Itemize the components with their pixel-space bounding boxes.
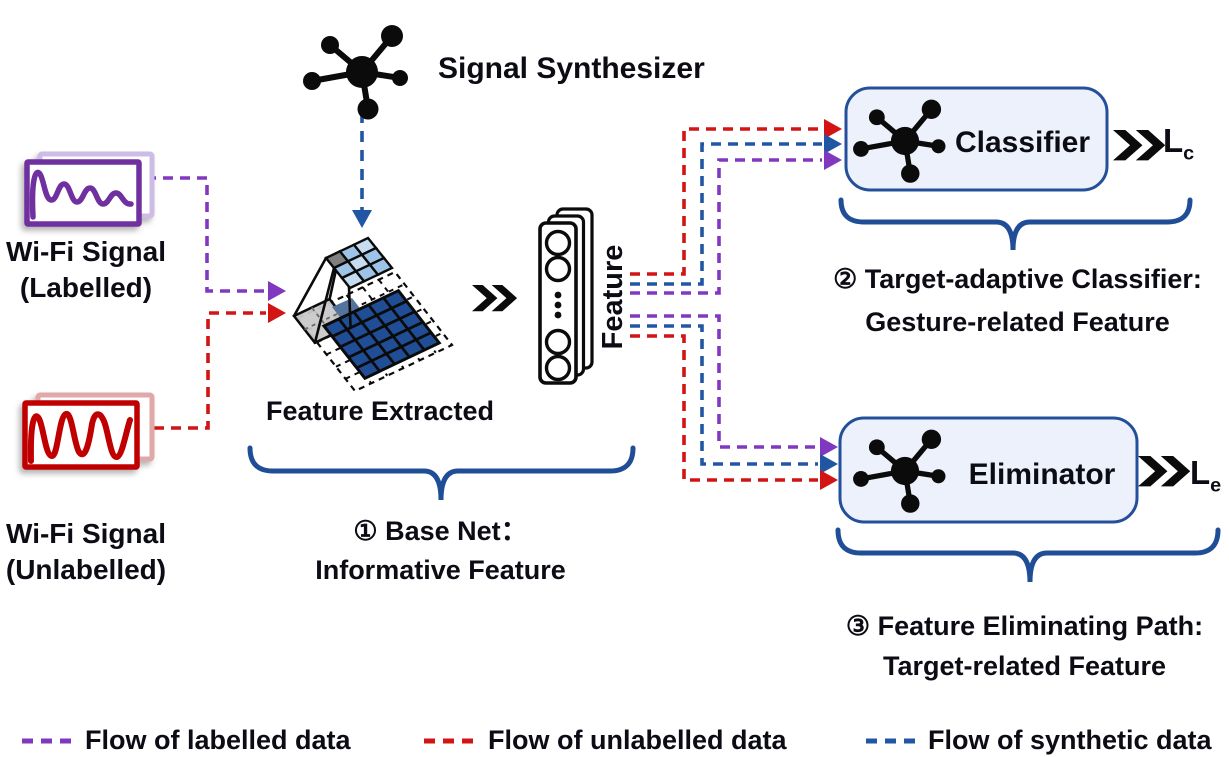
extractor-small-grid — [324, 236, 394, 290]
classifier-box-label: Classifier — [954, 126, 1091, 159]
flow-synthetic-to-classifier — [630, 142, 822, 286]
classifier-loss-label: Lc — [1163, 122, 1194, 166]
legend-unlabelled-label: Flow of unlabelled data — [488, 725, 787, 755]
wifi-labelled-label: Wi-Fi Signal (Labelled) — [0, 234, 172, 306]
flow-labelled-to-eliminator — [630, 314, 818, 449]
classifier-path-caption-line1: ② Target-adaptive Classifier: — [833, 264, 1202, 294]
arrowhead-synthetic-classifier — [824, 134, 842, 154]
forward-chevron-eliminator — [1138, 456, 1191, 487]
signal-synthesizer-label: Signal Synthesizer — [438, 52, 705, 85]
feature-ellipsis-dots — [554, 291, 562, 319]
flow-labelled-to-classifier — [630, 158, 822, 295]
synthesizer-molecule-icon — [303, 25, 408, 120]
eliminator-loss-letter: L — [1190, 454, 1211, 491]
gray-patch-divider-2 — [304, 311, 341, 331]
wifi-unlabelled-label-line1: Wi-Fi Signal — [6, 518, 166, 549]
base-net-caption-line2: Informative Feature — [315, 555, 566, 585]
flow-unlabelled-to-eliminator — [630, 334, 818, 482]
extractor-blue-grid — [321, 288, 442, 381]
arrowhead-unlabelled-in — [268, 303, 286, 323]
wifi-labelled-label-line2: (Labelled) — [19, 272, 153, 303]
wifi-unlabelled-card — [22, 392, 155, 470]
wifi-labelled-label-line1: Wi-Fi Signal — [6, 236, 166, 267]
legend-labelled-label: Flow of labelled data — [85, 725, 351, 755]
classifier-loss-letter: L — [1163, 122, 1184, 159]
arrowhead-labelled-eliminator — [820, 437, 838, 457]
base-net-caption: ① Base Net： Informative Feature — [288, 512, 593, 590]
arrowhead-unlabelled-classifier — [824, 119, 842, 139]
brace-base-net — [247, 445, 636, 501]
eliminator-loss-subscript: e — [1210, 474, 1222, 497]
classifier-path-caption: ② Target-adaptive Classifier: Gesture-re… — [806, 258, 1229, 344]
feature-vector-stack — [538, 207, 594, 385]
unlabelled-waveform — [27, 410, 133, 464]
wifi-unlabelled-label: Wi-Fi Signal (Unlabelled) — [0, 516, 172, 588]
wifi-labelled-card — [24, 151, 155, 227]
feature-vector-label: Feature — [597, 244, 629, 350]
forward-chevron-extractor — [472, 285, 518, 312]
feature-neurons — [544, 229, 572, 382]
flow-unlabelled-to-extractor — [137, 311, 266, 430]
arrowhead-labelled-in — [268, 281, 286, 301]
arrowhead-labelled-classifier — [824, 150, 842, 170]
eliminator-box-label: Eliminator — [968, 458, 1116, 491]
eliminator-path-caption-line1: ③ Feature Eliminating Path: — [845, 611, 1204, 641]
arrowhead-synthetic-eliminator — [820, 454, 838, 474]
arrowhead-synthetic-down — [352, 210, 372, 228]
flow-unlabelled-to-classifier — [630, 127, 822, 276]
arrowhead-unlabelled-eliminator — [820, 470, 838, 490]
labelled-waveform — [29, 169, 134, 220]
classifier-path-caption-line2: Gesture-related Feature — [865, 307, 1170, 337]
base-net-caption-line1: ① Base Net： — [353, 516, 528, 546]
feature-extractor-graphic — [292, 236, 454, 393]
feature-extracted-label: Feature Extracted — [265, 396, 495, 426]
eliminator-loss-label: Le — [1190, 454, 1221, 498]
forward-chevron-classifier — [1113, 130, 1166, 161]
brace-classifier-path — [838, 197, 1193, 251]
flow-synthetic-to-eliminator — [630, 324, 818, 466]
brace-eliminator-path — [835, 527, 1221, 583]
wifi-unlabelled-label-line2: (Unlabelled) — [5, 554, 167, 585]
classifier-loss-subscript: c — [1183, 142, 1195, 165]
eliminator-path-caption: ③ Feature Eliminating Path: Target-relat… — [820, 606, 1229, 686]
legend-synthetic-label: Flow of synthetic data — [928, 725, 1212, 755]
eliminator-path-caption-line2: Target-related Feature — [882, 651, 1167, 681]
